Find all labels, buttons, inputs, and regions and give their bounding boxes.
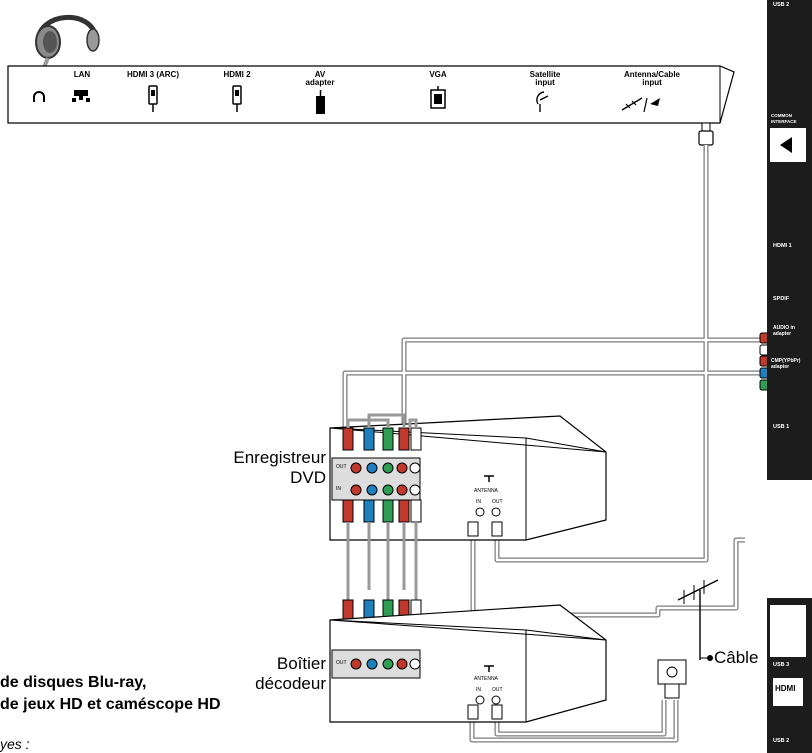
side-hdmi1-label: HDMI 1 — [773, 243, 792, 249]
dvd-antenna-port — [467, 475, 503, 537]
rooftop-antenna — [677, 579, 719, 660]
satellite-icon — [536, 91, 549, 112]
side-usb1-label: USB 1 — [773, 424, 790, 430]
dvd-ant-out-label: OUT — [492, 499, 503, 505]
stb-out-label: OUT — [336, 660, 347, 666]
lan-port-icon — [72, 90, 90, 102]
stb-antenna-label: ANTENNA — [474, 676, 498, 682]
set-top-box — [329, 604, 607, 723]
side-usb2-top-label: USB 2 — [773, 2, 790, 8]
caption-line-2: de jeux HD et caméscope HD — [0, 696, 221, 713]
tv-back-panel — [7, 65, 735, 124]
port-label-lan: LAN — [73, 70, 91, 79]
side-cmp-label: CMP(YPbPr) adapter — [771, 358, 801, 370]
side-audio-in-label: AUDIO in adapter — [773, 325, 795, 337]
stb-ant-out-label: OUT — [492, 687, 503, 693]
dvd-jack-row-out — [350, 462, 421, 474]
side-panel — [767, 0, 812, 480]
dvd-ant-in-label: IN — [476, 499, 481, 505]
hdmi-plug-icon — [148, 85, 158, 112]
side-usb2-bottom-label: USB 2 — [773, 738, 790, 744]
port-label-vga: VGA — [429, 70, 447, 79]
dvd-top-plugs — [342, 413, 422, 451]
port-label-av: AV adapter — [305, 70, 335, 87]
antenna-cable-plug — [698, 122, 714, 146]
antenna-icon — [621, 97, 660, 113]
side-spdif-label: SPDIF — [773, 296, 790, 302]
ci-arrow-icon — [780, 137, 792, 153]
headphone-jack-icon — [33, 91, 45, 102]
hdmi-plug-icon — [232, 85, 242, 112]
vga-plug-icon — [430, 86, 446, 109]
interconnect-plugs — [342, 499, 422, 623]
stb-ant-in-label: IN — [476, 687, 481, 693]
port-label-hdmi3: HDMI 3 (ARC) — [127, 70, 179, 79]
port-label-antenna: Antenna/Cable input — [623, 70, 680, 87]
port-label-hdmi2: HDMI 2 — [223, 70, 251, 79]
wall-socket — [657, 659, 687, 699]
set-top-box-label: Boîtier décodeur — [255, 654, 326, 693]
side-ci-label: COMMON INTERFACE — [771, 113, 797, 124]
dvd-in-label: IN — [336, 486, 341, 492]
port-label-satellite: Satellite input — [529, 70, 561, 87]
dvd-recorder-label: Enregistreur DVD — [233, 448, 326, 487]
side-usb3-label: USB 3 — [773, 662, 790, 668]
caption-line-1: de disques Blu-ray, — [0, 674, 147, 691]
av-adapter-icon — [316, 90, 325, 114]
side-hdmi-logo: HDMI — [775, 684, 796, 693]
hdmi-logo-box — [773, 678, 803, 706]
dvd-jack-row-in — [350, 484, 421, 496]
cable-label: Câble — [714, 648, 759, 667]
caption-line-3: yes : — [0, 736, 30, 752]
dvd-antenna-label: ANTENNA — [474, 488, 498, 494]
dvd-out-label: OUT — [336, 464, 347, 470]
